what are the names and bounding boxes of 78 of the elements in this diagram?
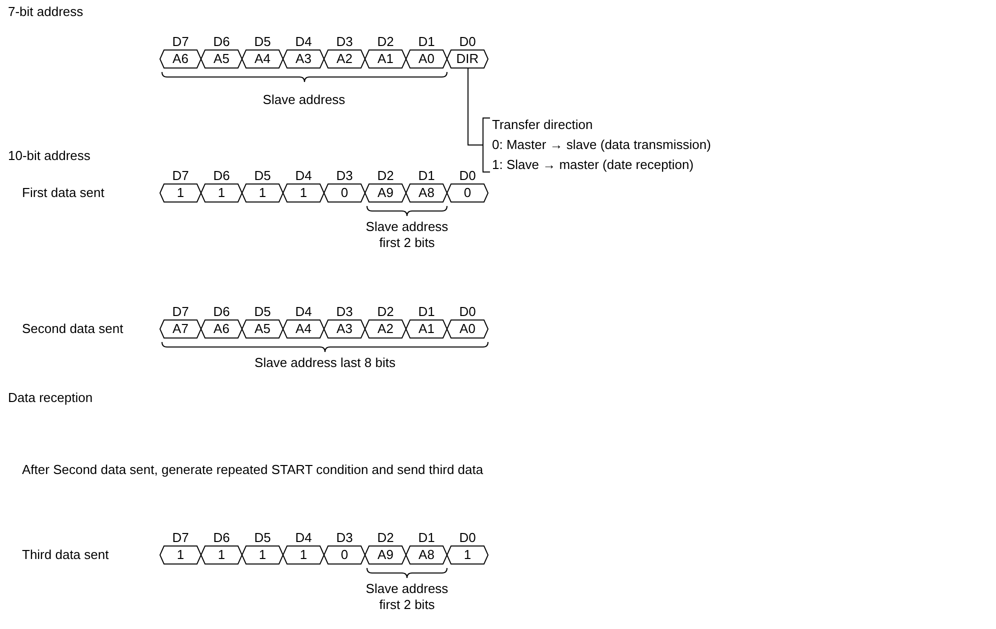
bit-label: D3 [335, 34, 354, 50]
bit-cell: 1 [160, 546, 201, 564]
bit-cell: A0 [447, 320, 488, 338]
bit-cell: 0 [447, 184, 488, 202]
note: 0: Master → slave (data transmission) [492, 137, 711, 153]
bit-label: D1 [417, 168, 436, 184]
bit-label: D3 [335, 168, 354, 184]
brace-label: Slave address first 2 bits [364, 581, 450, 613]
bit-label: D0 [458, 168, 477, 184]
bit-label: D7 [171, 530, 190, 546]
bit-cell: 1 [447, 546, 488, 564]
bit-cell: 1 [283, 546, 324, 564]
bit-cell: A7 [160, 320, 201, 338]
bit-label: D6 [212, 34, 231, 50]
bit-cell: 1 [242, 184, 283, 202]
bit-label: D1 [417, 530, 436, 546]
bit-label: D4 [294, 34, 313, 50]
bit-cell: A6 [160, 50, 201, 68]
bit-label: D3 [335, 304, 354, 320]
bit-cell: A2 [324, 50, 365, 68]
row-label: Second data sent [22, 321, 124, 337]
bit-cell: A9 [365, 546, 406, 564]
bit-label: D7 [171, 304, 190, 320]
bit-label: D4 [294, 168, 313, 184]
bit-label: D6 [212, 530, 231, 546]
row-label: First data sent [22, 185, 104, 201]
bit-label: D0 [458, 530, 477, 546]
bit-label: D6 [212, 304, 231, 320]
bit-label: D2 [376, 168, 395, 184]
brace-label: Slave address [262, 92, 346, 108]
bit-label: D7 [171, 34, 190, 50]
bit-cell: 1 [201, 546, 242, 564]
note: Transfer direction [492, 117, 593, 133]
bit-label: D2 [376, 34, 395, 50]
bit-cell: A1 [406, 320, 447, 338]
bit-cell: A8 [406, 546, 447, 564]
bit-cell: A8 [406, 184, 447, 202]
bit-cell: A4 [242, 50, 283, 68]
bit-cell: 1 [160, 184, 201, 202]
bit-cell: A5 [201, 50, 242, 68]
bit-cell: A2 [365, 320, 406, 338]
bit-cell: 1 [201, 184, 242, 202]
bit-label: D3 [335, 530, 354, 546]
bit-cell: A5 [242, 320, 283, 338]
section-heading: 10-bit address [8, 148, 90, 164]
bit-cell: DIR [447, 50, 488, 68]
bit-label: D7 [171, 168, 190, 184]
bit-label: D2 [376, 530, 395, 546]
bit-label: D5 [253, 304, 272, 320]
bit-label: D5 [253, 34, 272, 50]
bit-label: D5 [253, 168, 272, 184]
brace-label: Slave address last 8 bits [254, 355, 396, 371]
bit-cell: A3 [324, 320, 365, 338]
bit-cell: A9 [365, 184, 406, 202]
bit-label: D2 [376, 304, 395, 320]
note: After Second data sent, generate repeated START condition and send third data [22, 462, 484, 478]
bit-label: D0 [458, 304, 477, 320]
note: 1: Slave → master (date reception) [492, 157, 694, 173]
bit-cell: A4 [283, 320, 324, 338]
bit-label: D1 [417, 304, 436, 320]
bit-cell: A3 [283, 50, 324, 68]
bit-label: D0 [458, 34, 477, 50]
bit-cell: 1 [242, 546, 283, 564]
bit-cell: 1 [283, 184, 324, 202]
bit-cell: A0 [406, 50, 447, 68]
bit-cell: A1 [365, 50, 406, 68]
section-heading: Data reception [8, 390, 93, 406]
bit-label: D4 [294, 304, 313, 320]
bit-cell: 0 [324, 184, 365, 202]
bit-cell: 0 [324, 546, 365, 564]
bit-label: D4 [294, 530, 313, 546]
section-heading: 7-bit address [8, 4, 84, 20]
row-label: Third data sent [22, 547, 109, 563]
bit-label: D6 [212, 168, 231, 184]
bit-label: D5 [253, 530, 272, 546]
bit-label: D1 [417, 34, 436, 50]
brace-label: Slave address first 2 bits [364, 219, 450, 251]
bit-cell: A6 [201, 320, 242, 338]
